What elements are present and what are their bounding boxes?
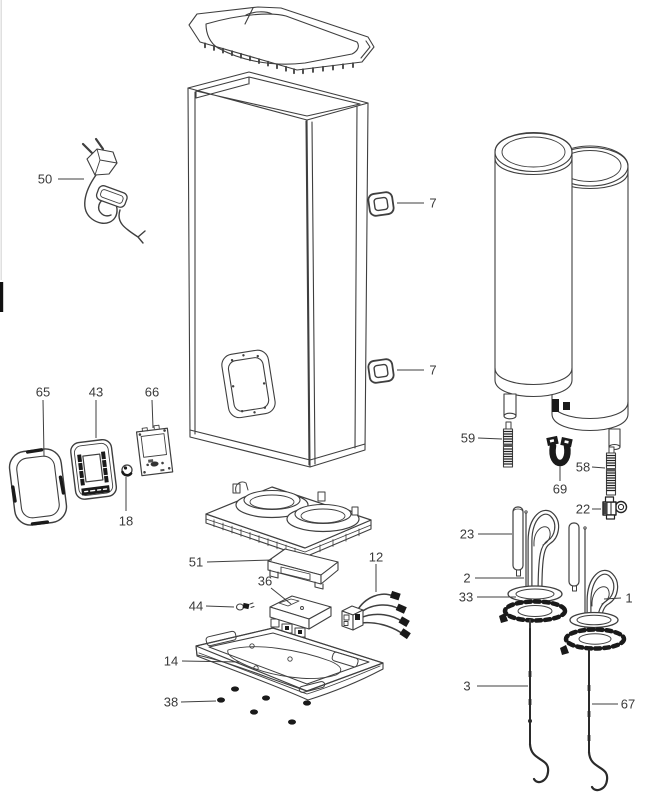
part-label-51: 51 xyxy=(189,555,203,570)
pcb-board xyxy=(135,424,174,477)
part-label-7: 7 xyxy=(429,363,436,378)
display-screen xyxy=(82,453,104,483)
temperature-probe-right xyxy=(587,649,609,792)
leader-line-65 xyxy=(42,399,45,457)
part-label-33: 33 xyxy=(459,590,473,605)
housing-window xyxy=(221,349,276,419)
union-hose xyxy=(546,435,573,467)
part-label-22: 22 xyxy=(576,502,590,517)
part-label-7: 7 xyxy=(429,196,436,211)
anode-rod-left xyxy=(502,421,514,468)
scan-artifacts xyxy=(0,0,4,312)
part-label-65: 65 xyxy=(36,385,50,400)
part-label-43: 43 xyxy=(89,385,103,400)
heating-element-right xyxy=(560,522,627,655)
tee-fitting xyxy=(602,496,628,520)
tank-support-plate xyxy=(205,481,372,558)
leader-line-1 xyxy=(603,597,622,600)
part-label-1: 1 xyxy=(625,591,632,606)
leader-line-38 xyxy=(180,700,217,703)
part-label-18: 18 xyxy=(119,514,133,529)
part-label-58: 58 xyxy=(576,460,590,475)
heating-element-left xyxy=(499,509,568,630)
part-label-3: 3 xyxy=(463,679,470,694)
leader-line-66 xyxy=(151,399,154,429)
dip-tube-right xyxy=(568,522,580,587)
leader-line-51 xyxy=(206,559,273,563)
part-label-23: 23 xyxy=(460,527,474,542)
clip-7-lower xyxy=(367,358,395,384)
part-label-2: 2 xyxy=(463,571,470,586)
part-label-36: 36 xyxy=(258,574,272,589)
part-labels-layer: 50 7 7 65 43 66 18 59 69 58 22 23 2 33 1 3 67 51 36 44 12 14 3… xyxy=(36,172,635,712)
clip-7-upper xyxy=(367,191,395,217)
foot xyxy=(217,697,225,703)
part-label-69: 69 xyxy=(553,482,567,497)
leader-line-58 xyxy=(591,466,606,469)
screw xyxy=(235,602,255,611)
part-label-38: 38 xyxy=(164,695,178,710)
dip-tube-left xyxy=(512,506,524,577)
leader-line-44 xyxy=(205,605,235,608)
top-cover xyxy=(188,6,375,75)
leader-line-14 xyxy=(181,660,241,663)
base-tray xyxy=(195,627,384,701)
foot xyxy=(303,700,311,706)
wiring-harness xyxy=(341,590,411,640)
element-flange xyxy=(502,599,568,623)
rubber-feet xyxy=(217,686,311,725)
mounting-bracket xyxy=(267,548,339,590)
control-panel xyxy=(70,438,118,500)
housing-shell xyxy=(187,71,369,468)
part-label-44: 44 xyxy=(189,599,203,614)
foot xyxy=(262,695,270,701)
foot xyxy=(250,709,258,715)
part-label-50: 50 xyxy=(38,172,52,187)
part-label-14: 14 xyxy=(164,654,178,669)
foot xyxy=(231,686,239,692)
leader-line-59 xyxy=(477,437,503,440)
inner-tank-left xyxy=(494,131,573,420)
electronic-module xyxy=(269,595,332,643)
anode-rod-right xyxy=(605,446,617,496)
bezel-frame xyxy=(8,448,68,526)
part-label-67: 67 xyxy=(621,697,635,712)
power-cord xyxy=(81,137,146,244)
knob xyxy=(121,464,133,477)
leader-line-36 xyxy=(270,587,292,605)
foot xyxy=(288,719,296,725)
part-label-12: 12 xyxy=(369,550,383,565)
part-label-59: 59 xyxy=(461,431,475,446)
temperature-probe-left xyxy=(528,628,550,784)
part-label-66: 66 xyxy=(145,385,159,400)
